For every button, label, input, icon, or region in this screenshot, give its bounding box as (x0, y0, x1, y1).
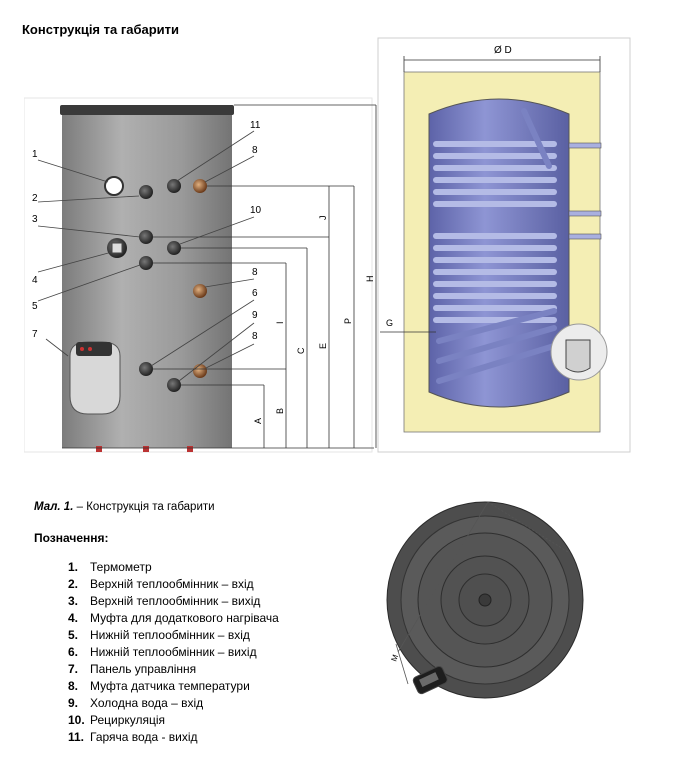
port-11 (167, 179, 181, 193)
port-2 (139, 185, 153, 199)
port-10 (167, 241, 181, 255)
list-item: 11. Гаряча вода - вихід (68, 729, 279, 746)
item-number: 1. (68, 560, 79, 574)
port-8a (193, 179, 207, 193)
port-3 (139, 230, 153, 244)
list-item: 2. Верхній теплообмінник – вхід (68, 576, 279, 593)
list-item: 1. Термометр (68, 559, 279, 576)
item-label: Муфта датчика температури (90, 679, 250, 693)
item-label: Панель управління (90, 662, 197, 676)
callout-9: 9 (252, 310, 258, 321)
page-title: Конструкція та габарити (22, 22, 180, 37)
figure-caption: Мал. 1. – Конструкція та габарити (34, 501, 215, 513)
callout-3: 3 (32, 214, 38, 225)
dim-e: E (318, 343, 328, 349)
item-number: 5. (68, 628, 79, 642)
legend-title: Позначення: (34, 531, 109, 545)
dim-c: C (296, 347, 306, 354)
dim-p: P (343, 318, 353, 324)
dim-j: J (318, 216, 328, 221)
caption-text: – Конструкція та габарити (73, 501, 215, 513)
legend-list: 1. Термометр 2. Верхній теплообмінник – вх… (68, 559, 279, 746)
item-label: Термометр (90, 560, 152, 574)
list-item: 10. Рециркуляція (68, 712, 279, 729)
item-number: 10. (68, 713, 85, 727)
port-5 (139, 256, 153, 270)
list-item: 8. Муфта датчика температури (68, 678, 279, 695)
item-number: 8. (68, 679, 79, 693)
item-label: Гаряча вода - вихід (90, 730, 198, 744)
port-8b (193, 284, 207, 298)
list-item: 5. Нижній теплообмінник – вхід (68, 627, 279, 644)
dim-i: I (275, 321, 285, 324)
callout-6: 6 (252, 288, 258, 299)
item-label: Верхній теплообмінник – вихід (90, 594, 261, 608)
port-8c (193, 364, 207, 378)
thermometer-icon (104, 176, 124, 196)
callout-10: 10 (250, 205, 262, 216)
dim-b: B (275, 408, 285, 414)
list-item: 9. Холодна вода – вхід (68, 695, 279, 712)
item-number: 7. (68, 662, 79, 676)
item-number: 11. (68, 730, 85, 744)
list-item: 3. Верхній теплообмінник – вихід (68, 593, 279, 610)
callout-8b: 8 (252, 267, 258, 278)
item-number: 9. (68, 696, 79, 710)
callout-5: 5 (32, 301, 38, 312)
item-label: Нижній теплообмінник – вихід (90, 645, 257, 659)
dim-d: Ø D (494, 45, 512, 56)
caption-prefix: Мал. 1. (34, 501, 74, 513)
port-6 (139, 362, 153, 376)
item-number: 2. (68, 577, 79, 591)
item-label: Холодна вода – вхід (90, 696, 204, 710)
callout-8a: 8 (252, 145, 258, 156)
item-label: Нижній теплообмінник – вхід (90, 628, 250, 642)
dim-m: M (389, 653, 400, 663)
callout-1: 1 (32, 149, 38, 160)
list-item: 7. Панель управління (68, 661, 279, 678)
callout-2: 2 (32, 193, 38, 204)
item-number: 4. (68, 611, 79, 625)
tank-top-view: M (386, 501, 584, 699)
callout-4: 4 (32, 275, 38, 286)
item-label: Рециркуляція (90, 713, 166, 727)
inner-tank (428, 98, 570, 408)
list-item: 6. Нижній теплообмінник – вихід (68, 644, 279, 661)
tank-lid (60, 105, 234, 115)
dim-a: A (253, 418, 263, 424)
callout-7: 7 (32, 329, 38, 340)
item-label: Муфта для додаткового нагрівача (90, 611, 279, 625)
tank-drawing: 1 2 3 4 5 7 11 8 10 8 6 9 8 A B I C E J … (24, 37, 631, 453)
dim-h: H (365, 276, 375, 283)
callout-11: 11 (250, 120, 261, 131)
callout-8c: 8 (252, 331, 258, 342)
list-item: 4. Муфта для додаткового нагрівача (68, 610, 279, 627)
item-label: Верхній теплообмінник – вхід (90, 577, 254, 591)
dim-g: G (386, 318, 393, 328)
item-number: 3. (68, 594, 79, 608)
item-number: 6. (68, 645, 79, 659)
port-9 (167, 378, 181, 392)
